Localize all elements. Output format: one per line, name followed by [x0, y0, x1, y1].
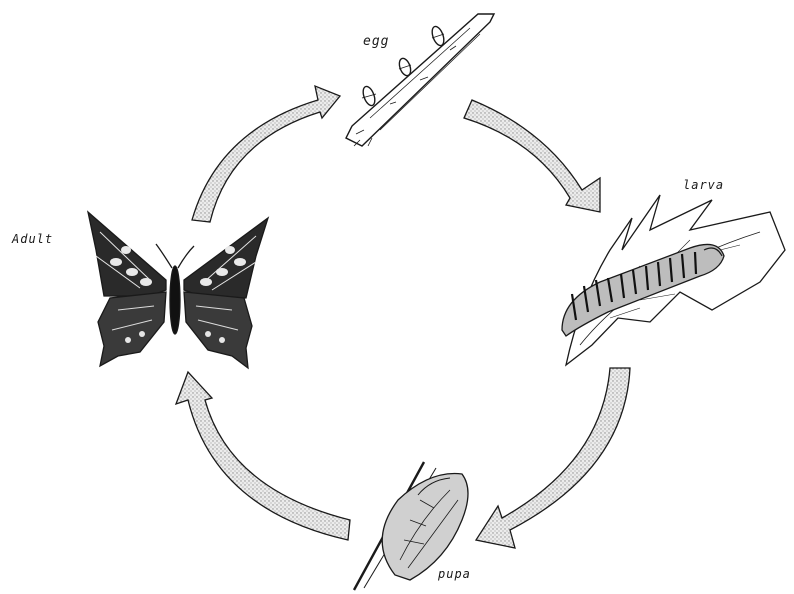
arrow-egg-to-larva [464, 100, 600, 212]
arrow-larva-to-pupa [476, 368, 630, 548]
arrow-pupa-to-adult [176, 372, 350, 540]
arrow-adult-to-egg [192, 86, 340, 222]
label-adult: Adult [12, 232, 53, 246]
label-larva: larva [683, 178, 724, 192]
swallowtail-butterfly-icon [88, 212, 268, 368]
label-egg: egg [363, 34, 389, 49]
label-pupa: pupa [438, 567, 471, 581]
caterpillar-on-leaf-icon [562, 195, 785, 365]
